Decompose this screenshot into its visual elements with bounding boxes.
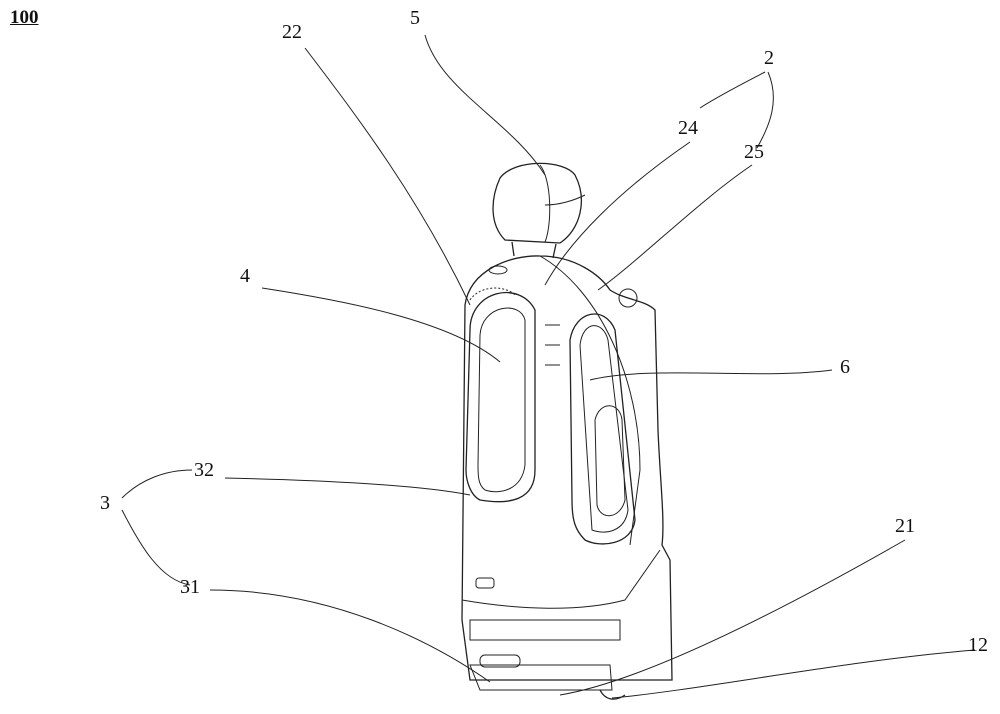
label-31: 31 — [180, 577, 200, 597]
label-5: 5 — [410, 8, 420, 28]
label-3: 3 — [100, 493, 110, 513]
label-32: 32 — [194, 460, 214, 480]
label-4: 4 — [240, 266, 250, 286]
figure-number: 100 — [10, 8, 39, 27]
label-6: 6 — [840, 357, 850, 377]
label-21: 21 — [895, 516, 915, 536]
robot-head — [493, 163, 585, 243]
left-arm-panel — [466, 288, 535, 502]
label-24: 24 — [678, 118, 698, 138]
right-arm-panel — [570, 314, 635, 544]
label-2: 2 — [764, 48, 774, 68]
label-12: 12 — [968, 635, 988, 655]
label-22: 22 — [282, 22, 302, 42]
label-25: 25 — [744, 142, 764, 162]
robot-body — [462, 256, 672, 690]
